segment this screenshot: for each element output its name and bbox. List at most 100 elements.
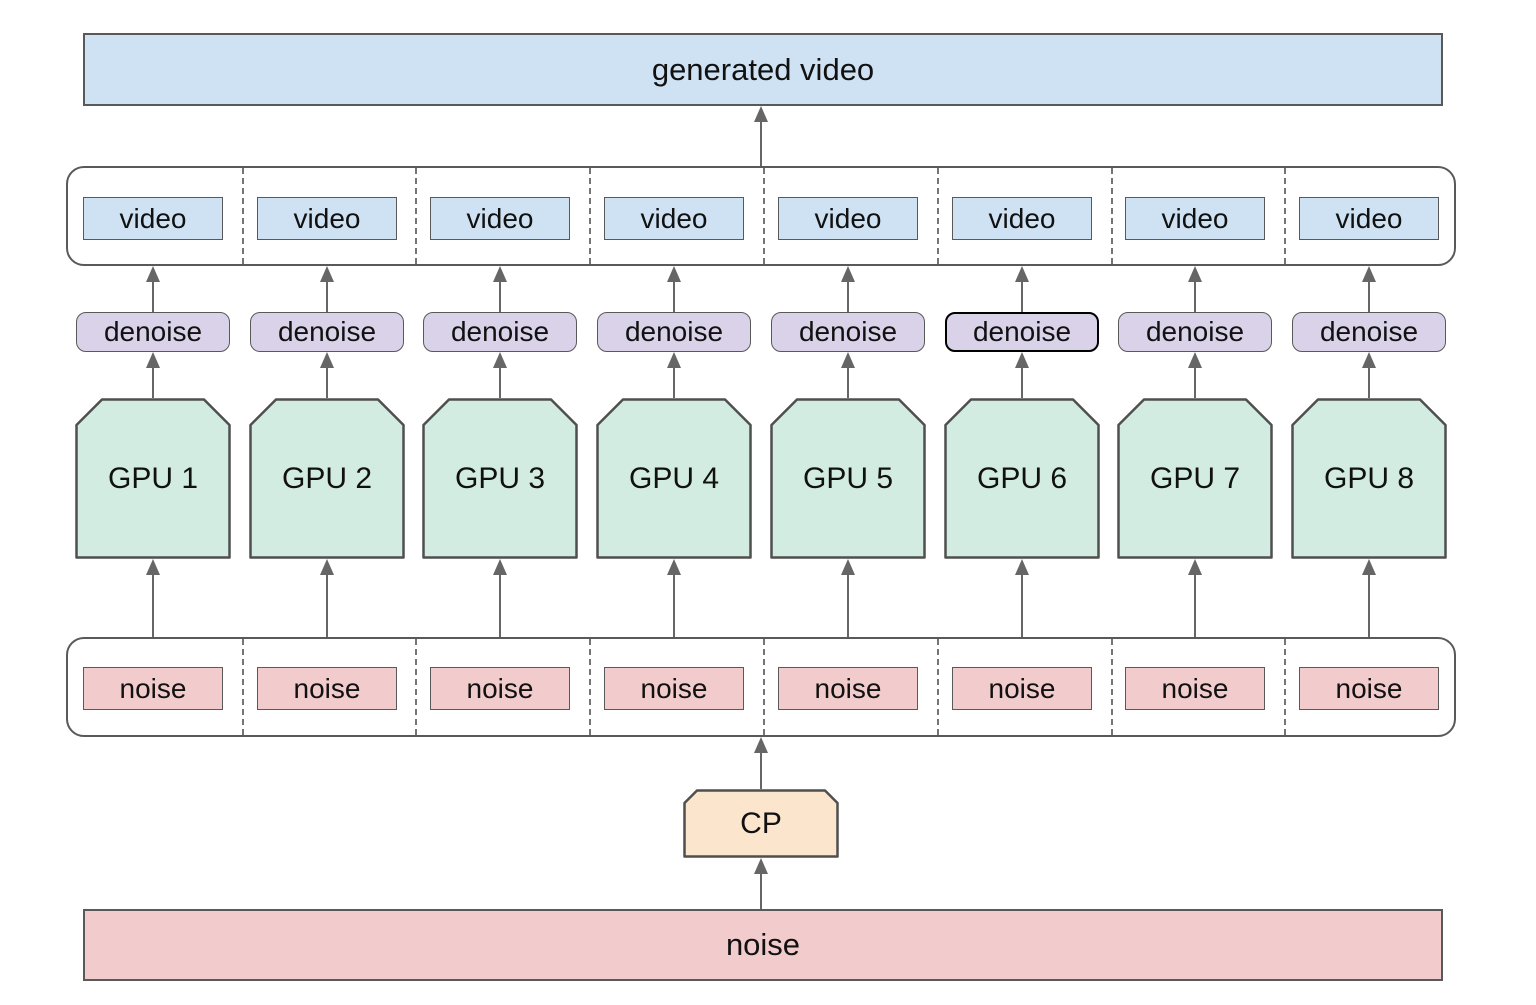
cell-separator (242, 639, 244, 735)
denoise-label: denoise (624, 316, 724, 347)
gpu-label: GPU 7 (1149, 461, 1241, 495)
chamfered-box-icon (422, 398, 578, 559)
arrowhead-icon (1362, 559, 1376, 575)
arrow-stem (1021, 364, 1023, 398)
flow-arrow-up-icon (666, 559, 682, 637)
gpu-label: GPU 2 (281, 461, 373, 495)
noise-box: noise (430, 667, 570, 710)
flow-arrow-up-icon (1361, 352, 1377, 398)
noise-source-bar: noise (83, 909, 1443, 981)
arrowhead-icon (1015, 266, 1029, 282)
video-box: video (1125, 197, 1265, 240)
noise-label: noise (1161, 672, 1229, 704)
arrowhead-icon (146, 266, 160, 282)
arrow-stem (1368, 364, 1370, 398)
arrowhead-icon (493, 266, 507, 282)
gpu-shape: GPU 6 (944, 398, 1100, 559)
arrow-stem (326, 364, 328, 398)
flow-arrow-up-icon (492, 559, 508, 637)
gpu-label: GPU 4 (628, 461, 720, 495)
cp-label: CP (740, 806, 782, 840)
noise-box: noise (604, 667, 744, 710)
arrow-stem (1194, 278, 1196, 312)
cell-separator (1284, 168, 1286, 264)
gpu-shape: GPU 7 (1117, 398, 1273, 559)
arrow-stem (760, 870, 762, 909)
denoise-box: denoise (423, 312, 577, 352)
arrow-stem (499, 364, 501, 398)
arrowhead-icon (1362, 352, 1376, 368)
generated-video-bar: generated video (83, 33, 1443, 106)
flow-arrow-up-icon (1187, 266, 1203, 312)
chamfered-box-icon (1291, 398, 1447, 559)
video-label: video (988, 202, 1056, 234)
cell-separator (589, 639, 591, 735)
denoise-label: denoise (798, 316, 898, 347)
arrowhead-icon (493, 559, 507, 575)
arrow-stem (673, 278, 675, 312)
arrow-stem (760, 749, 762, 789)
noise-label: noise (640, 672, 708, 704)
video-box: video (952, 197, 1092, 240)
flow-arrow-up-icon (753, 737, 769, 789)
arrowhead-icon (146, 352, 160, 368)
arrow-stem (499, 571, 501, 637)
cell-separator (1111, 639, 1113, 735)
arrowhead-icon (146, 559, 160, 575)
arrow-stem (152, 364, 154, 398)
chamfered-box-icon (596, 398, 752, 559)
cell-separator (242, 168, 244, 264)
flow-arrow-up-icon (1014, 266, 1030, 312)
flow-arrow-up-icon (1361, 559, 1377, 637)
arrowhead-icon (754, 737, 768, 753)
denoise-label: denoise (972, 316, 1072, 347)
gpu-label: GPU 8 (1323, 461, 1415, 495)
chamfered-box-icon (249, 398, 405, 559)
noise-box: noise (257, 667, 397, 710)
noise-label: noise (293, 672, 361, 704)
arrow-stem (1194, 364, 1196, 398)
arrow-stem (152, 278, 154, 312)
video-label: video (119, 202, 187, 234)
noise-label: noise (466, 672, 534, 704)
video-box: video (257, 197, 397, 240)
noise-box: noise (83, 667, 223, 710)
chamfered-box-icon (683, 789, 839, 858)
arrow-stem (847, 364, 849, 398)
flow-arrow-up-icon (145, 559, 161, 637)
video-box: video (604, 197, 744, 240)
denoise-box: denoise (250, 312, 404, 352)
denoise-label: denoise (103, 316, 203, 347)
video-box: video (430, 197, 570, 240)
flow-arrow-up-icon (1014, 352, 1030, 398)
noise-label: noise (119, 672, 187, 704)
flow-arrow-up-icon (1187, 352, 1203, 398)
gpu-shape: GPU 3 (422, 398, 578, 559)
cell-separator (1111, 168, 1113, 264)
flow-arrow-up-icon (840, 266, 856, 312)
denoise-label: denoise (277, 316, 377, 347)
arrowhead-icon (1015, 352, 1029, 368)
video-label: video (640, 202, 708, 234)
arrow-stem (847, 278, 849, 312)
arrow-stem (673, 364, 675, 398)
arrow-stem (152, 571, 154, 637)
flow-arrow-up-icon (666, 352, 682, 398)
flow-arrow-up-icon (145, 266, 161, 312)
video-label: video (1161, 202, 1229, 234)
flow-arrow-up-icon (319, 352, 335, 398)
arrow-stem (326, 571, 328, 637)
denoise-box: denoise (945, 312, 1099, 352)
noise-label: noise (988, 672, 1056, 704)
arrow-stem (847, 571, 849, 637)
noise-box: noise (778, 667, 918, 710)
arrowhead-icon (1188, 352, 1202, 368)
video-label: video (293, 202, 361, 234)
flow-arrow-up-icon (1187, 559, 1203, 637)
arrowhead-icon (667, 352, 681, 368)
arrowhead-icon (667, 559, 681, 575)
cell-separator (415, 168, 417, 264)
arrow-stem (1021, 571, 1023, 637)
flow-arrow-up-icon (145, 352, 161, 398)
